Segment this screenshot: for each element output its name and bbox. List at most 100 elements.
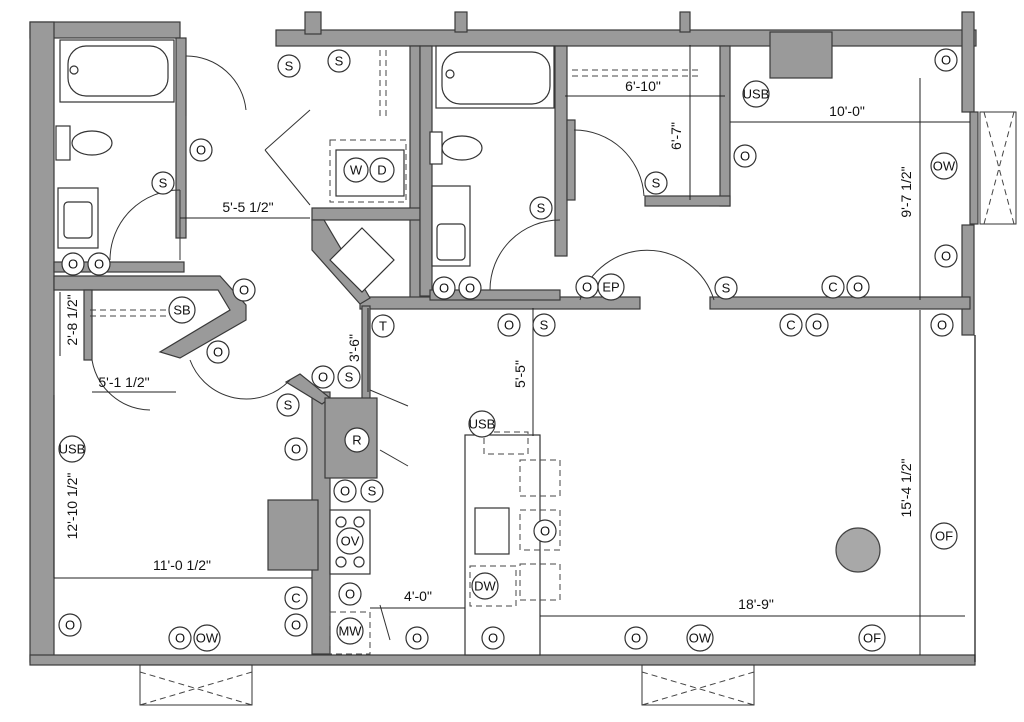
of-symbol: OF: [858, 624, 886, 652]
svg-text:OF: OF: [935, 529, 953, 544]
svg-text:R: R: [352, 433, 361, 448]
usb-symbol: USB: [468, 410, 496, 438]
svg-text:O: O: [937, 318, 947, 333]
outlet-symbol: O: [805, 313, 829, 337]
outlet-symbol: O: [189, 138, 213, 162]
outlet-symbol: O: [458, 276, 482, 300]
svg-text:O: O: [740, 149, 750, 164]
outlet-symbol: O: [497, 313, 521, 337]
cable-symbol: C: [779, 313, 803, 337]
svg-text:O: O: [291, 618, 301, 633]
electrical-symbols: S S S S S S S S S S O O O O O O O O O O …: [58, 48, 958, 652]
svg-text:S: S: [335, 54, 344, 69]
ep-symbol: EP: [597, 273, 625, 301]
fixtures: [55, 39, 881, 656]
svg-text:S: S: [285, 59, 294, 74]
dim-11-0-half: 11'-0 1/2": [153, 557, 211, 573]
svg-text:O: O: [175, 631, 185, 646]
switch-symbol: S: [151, 171, 175, 195]
svg-text:OV: OV: [341, 534, 360, 549]
svg-text:O: O: [291, 442, 301, 457]
switch-symbol: S: [327, 49, 351, 73]
svg-text:D: D: [377, 163, 386, 178]
svg-text:O: O: [631, 631, 641, 646]
dim-2-8-half: 2'-8 1/2": [64, 294, 80, 345]
microwave-symbol: MW: [336, 617, 364, 645]
svg-text:O: O: [213, 345, 223, 360]
dimension-lines: [53, 45, 970, 655]
svg-text:O: O: [488, 631, 498, 646]
svg-text:O: O: [941, 53, 951, 68]
dim-5-1-half: 5'-1 1/2": [98, 374, 149, 390]
outlet-symbol: O: [624, 626, 648, 650]
svg-text:O: O: [94, 257, 104, 272]
outlet-symbol: O: [333, 479, 357, 503]
dimension-labels: 6'-10" 10'-0" 6'-7" 9'-7 1/2" 5'-5 1/2" …: [64, 78, 914, 612]
dim-18-9: 18'-9": [738, 596, 774, 612]
svg-text:USB: USB: [469, 417, 496, 432]
dim-3-6: 3'-6": [346, 334, 362, 362]
svg-text:USB: USB: [743, 87, 770, 102]
svg-text:C: C: [828, 280, 837, 295]
outlet-symbol: O: [481, 626, 505, 650]
svg-text:OW: OW: [196, 631, 219, 646]
dishwasher-symbol: DW: [471, 572, 499, 600]
outlet-symbol: O: [533, 519, 557, 543]
oven-symbol: OV: [336, 527, 364, 555]
svg-text:O: O: [941, 249, 951, 264]
outlet-symbol: O: [168, 626, 192, 650]
svg-text:O: O: [345, 587, 355, 602]
refrigerator-symbol: R: [344, 427, 370, 453]
dim-6-7: 6'-7": [668, 122, 684, 150]
svg-text:O: O: [853, 280, 863, 295]
outlet-symbol: O: [846, 275, 870, 299]
svg-text:S: S: [345, 370, 354, 385]
dim-4-0: 4'-0": [404, 588, 432, 604]
usb-symbol: USB: [58, 435, 86, 463]
dim-5-5-half: 5'-5 1/2": [222, 199, 273, 215]
outlet-symbol: O: [432, 276, 456, 300]
cable-symbol: C: [821, 275, 845, 299]
svg-text:O: O: [196, 143, 206, 158]
switch-symbol: S: [714, 276, 738, 300]
dim-6-10: 6'-10": [625, 78, 661, 94]
switch-symbol: S: [277, 54, 301, 78]
svg-text:O: O: [439, 281, 449, 296]
windows: [139, 111, 1017, 706]
switch-symbol: S: [529, 196, 553, 220]
svg-text:USB: USB: [59, 442, 86, 457]
svg-text:O: O: [340, 484, 350, 499]
ow-symbol: OW: [686, 624, 714, 652]
svg-text:DW: DW: [474, 579, 496, 594]
svg-text:C: C: [291, 591, 300, 606]
cable-symbol: C: [284, 586, 308, 610]
switch-symbol: S: [337, 365, 361, 389]
outlet-symbol: O: [338, 582, 362, 606]
outlet-symbol: O: [87, 252, 111, 276]
svg-text:O: O: [318, 370, 328, 385]
dim-15-4-half: 15'-4 1/2": [898, 458, 914, 517]
outlet-symbol: O: [61, 252, 85, 276]
switch-symbol: S: [360, 479, 384, 503]
dim-12-10-half: 12'-10 1/2": [64, 473, 80, 540]
of-symbol: OF: [930, 522, 958, 550]
svg-text:S: S: [537, 201, 546, 216]
ow-symbol: OW: [930, 152, 958, 180]
outlet-symbol: O: [575, 275, 599, 299]
svg-text:O: O: [465, 281, 475, 296]
washer-symbol: W: [343, 157, 369, 183]
svg-text:SB: SB: [173, 303, 190, 318]
svg-text:T: T: [379, 319, 387, 334]
walls: [29, 11, 979, 666]
svg-text:O: O: [65, 618, 75, 633]
svg-text:O: O: [239, 283, 249, 298]
svg-text:O: O: [412, 631, 422, 646]
switch-symbol: S: [276, 393, 300, 417]
ow-symbol: OW: [193, 624, 221, 652]
switch-symbol: S: [644, 171, 668, 195]
svg-text:O: O: [540, 524, 550, 539]
switch-symbol: S: [532, 313, 556, 337]
svg-text:OW: OW: [933, 159, 956, 174]
sb-symbol: SB: [168, 296, 196, 324]
